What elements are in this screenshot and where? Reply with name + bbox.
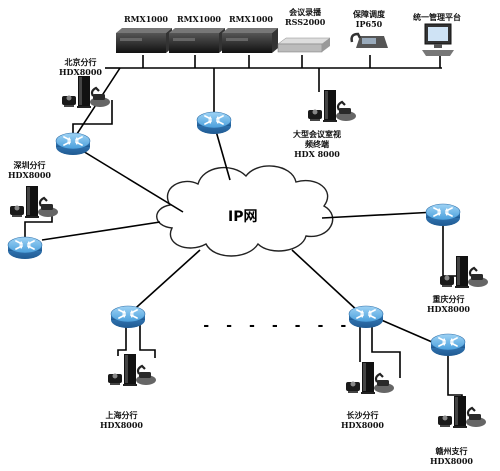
router-beijing bbox=[55, 132, 91, 156]
terminal-conference bbox=[306, 88, 358, 124]
router-changsha bbox=[348, 305, 384, 329]
management-label: 统一管理平台 bbox=[413, 12, 461, 22]
mcu-rmx1000-1 bbox=[116, 28, 172, 53]
router-ganzhou bbox=[430, 333, 466, 357]
recorder-rss2000 bbox=[277, 37, 331, 53]
ip-phone-ip650 bbox=[350, 32, 388, 48]
more-sites-ellipsis: - - - - - - - bbox=[202, 318, 351, 334]
terminal-changsha bbox=[344, 360, 396, 396]
terminal-shanghai bbox=[106, 352, 158, 388]
router-hq bbox=[196, 111, 232, 135]
management-pc bbox=[422, 23, 454, 56]
mcu-rmx1000-2 bbox=[169, 28, 225, 53]
mcu3-label: RMX1000 bbox=[229, 14, 273, 24]
terminal-shenzhen bbox=[8, 184, 60, 220]
ip-network-label: IP网 bbox=[228, 209, 258, 225]
mcu-rmx1000-3 bbox=[222, 28, 278, 53]
terminal-chongqing bbox=[438, 254, 490, 290]
router-shenzhen bbox=[7, 236, 43, 260]
router-shanghai bbox=[110, 305, 146, 329]
terminal-ganzhou bbox=[436, 394, 488, 430]
terminal-beijing bbox=[60, 74, 112, 110]
router-chongqing bbox=[425, 203, 461, 227]
mcu1-label: RMX1000 bbox=[124, 14, 168, 24]
mcu2-label: RMX1000 bbox=[177, 14, 221, 24]
ip-network-cloud bbox=[156, 165, 334, 257]
